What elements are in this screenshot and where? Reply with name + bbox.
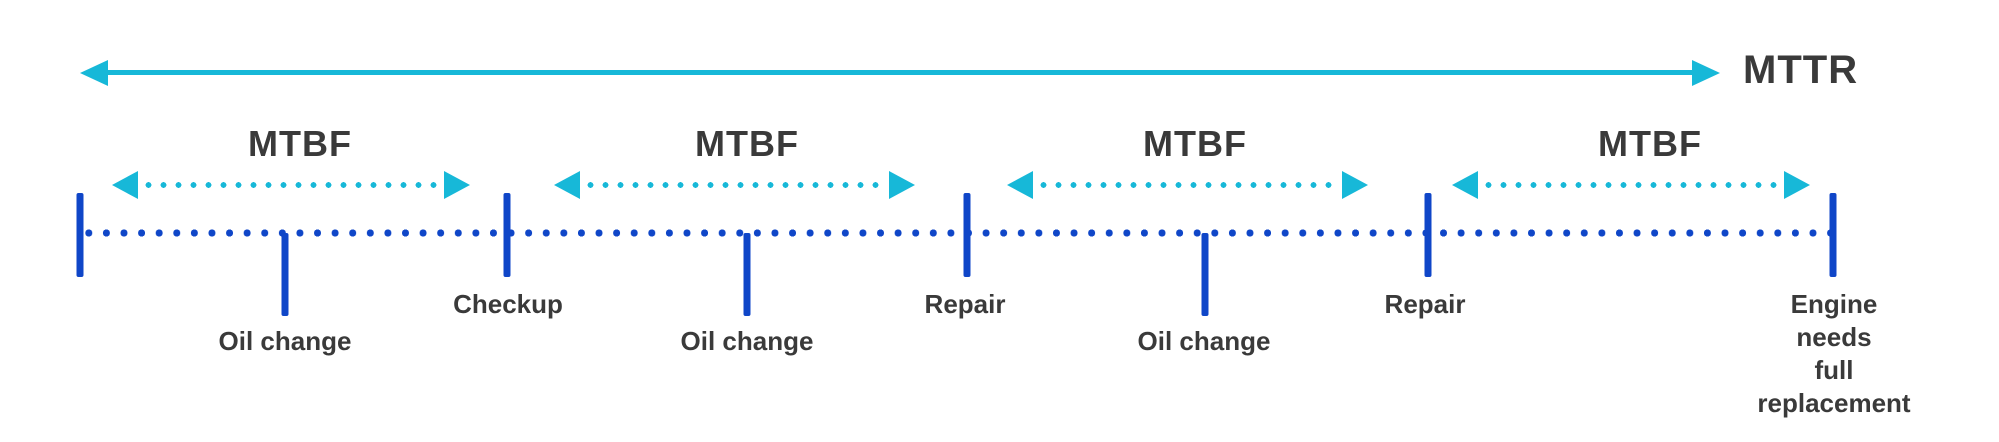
arrowhead-left-icon [554,171,580,199]
mtbf-arrow [1452,171,1810,199]
mtbf-arrow [1007,171,1368,199]
event-label-repair: Repair [1384,289,1466,319]
mtbf-label: MTBF [248,123,352,164]
mtbf-arrow [554,171,915,199]
arrowhead-right-icon [444,171,470,199]
event-label-full-replacement: Engine needs full replacement [1757,289,1911,418]
mtbf-dotted-line [583,182,886,188]
timeline-tick-repair [1424,193,1432,277]
arrowhead-left-icon [1007,171,1033,199]
timeline-dotted-line [80,229,1833,237]
arrowhead-right-icon [889,171,915,199]
timeline-tick-oil-change [281,233,289,316]
timeline-tick-repair [963,193,971,277]
arrowhead-left-icon [80,60,108,86]
mtbf-label: MTBF [695,123,799,164]
timeline-tick-start [76,193,84,277]
timeline-tick-checkup [503,193,511,277]
timeline-tick-oil-change [1201,233,1209,316]
arrowhead-left-icon [1452,171,1478,199]
mtbf-dotted-line [1481,182,1781,188]
mtbf-label: MTBF [1143,123,1247,164]
event-label-checkup: Checkup [453,289,563,319]
mtbf-label: MTBF [1598,123,1702,164]
event-label-oil-change: Oil change [680,326,814,356]
mttr-arrow-line [95,70,1707,75]
arrowhead-left-icon [112,171,138,199]
timeline-tick-oil-change [743,233,751,316]
arrowhead-right-icon [1784,171,1810,199]
timeline-tick-end [1829,193,1837,277]
mtbf-arrow [112,171,470,199]
mttr-label: MTTR [1743,48,1859,92]
event-label-oil-change: Oil change [1137,326,1271,356]
mtbf-dotted-line [1036,182,1339,188]
event-label-oil-change: Oil change [218,326,352,356]
arrowhead-right-icon [1692,60,1720,86]
arrowhead-right-icon [1342,171,1368,199]
mtbf-dotted-line [141,182,441,188]
event-label-repair: Repair [924,289,1006,319]
